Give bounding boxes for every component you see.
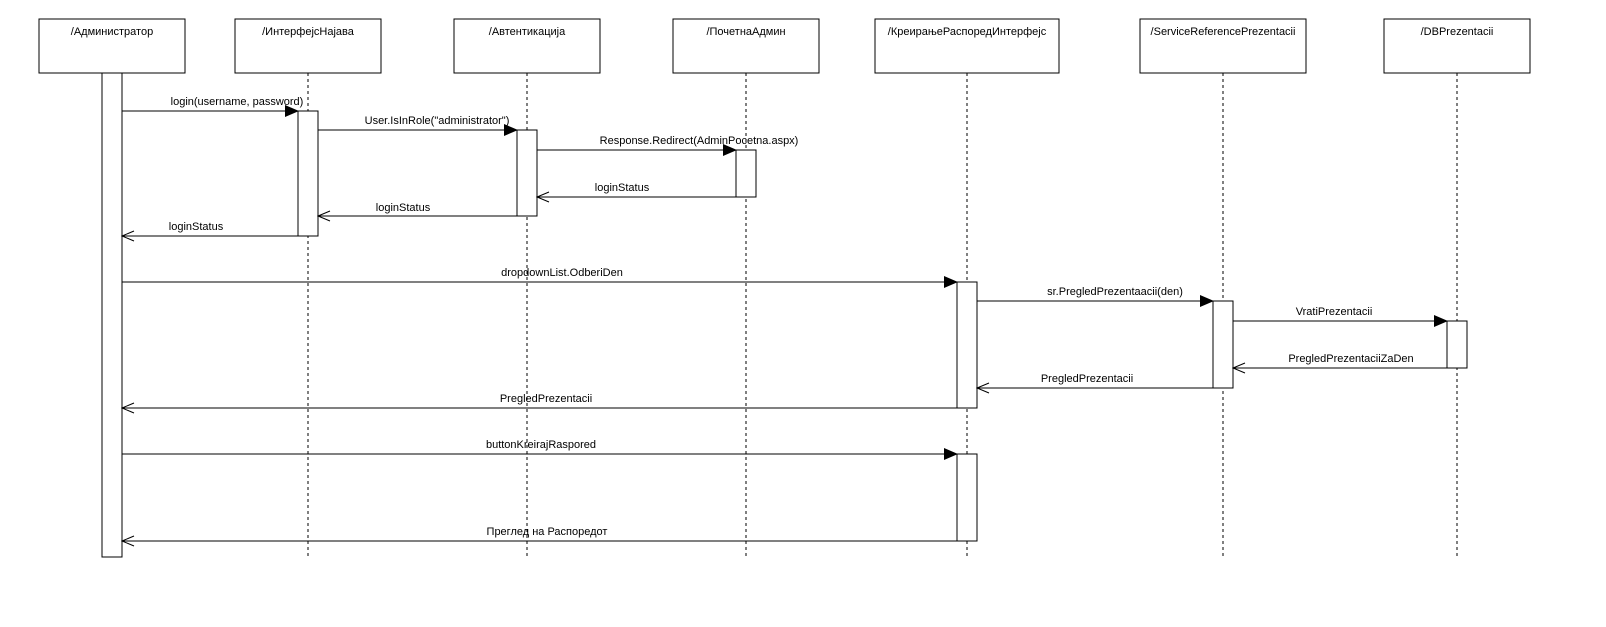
activation-bar-authentication — [516, 129, 538, 217]
message-return-review-2: PregledPrezentacii — [122, 393, 957, 408]
participant-authentication: /Автентикација — [453, 18, 601, 74]
message-dropdown-select-day: dropdownList.OdberiDen — [122, 267, 958, 288]
participant-label: /Администратор — [71, 26, 153, 38]
message-is-in-role: User.IsInRole("administrator") — [318, 115, 518, 136]
participant-label: /DBPrezentacii — [1421, 26, 1494, 38]
participant-label: /ПочетнаАдмин — [706, 26, 785, 38]
message-label: User.IsInRole("administrator") — [365, 115, 510, 127]
message-label: Response.Redirect(AdminPocetna.aspx) — [600, 135, 799, 147]
message-create-schedule: buttonKreirajRaspored — [122, 439, 958, 460]
message-return-login-status-3: loginStatus — [122, 221, 298, 236]
participant-label: /Автентикација — [489, 26, 566, 38]
message-label: PregledPrezentacii — [1041, 373, 1133, 385]
participant-admin-home: /ПочетнаАдмин — [672, 18, 820, 74]
message-label: sr.PregledPrezentaacii(den) — [1047, 286, 1183, 298]
message-return-schedule-view: Преглед на Распоредот — [122, 526, 957, 541]
activation-bar-schedule-interface — [956, 281, 978, 409]
message-label: login(username, password) — [171, 96, 304, 108]
message-login: login(username, password) — [122, 96, 304, 117]
message-label: loginStatus — [169, 221, 224, 233]
participant-administrator: /Администратор — [38, 18, 186, 74]
message-label: dropdownList.OdberiDen — [501, 267, 623, 279]
message-return-login-status-2: loginStatus — [318, 202, 517, 216]
message-label: buttonKreirajRaspored — [486, 439, 596, 451]
message-label: PregledPrezentaciiZaDen — [1288, 353, 1413, 365]
participant-label: /ServiceReferencePrezentacii — [1151, 26, 1296, 38]
message-service-review: sr.PregledPrezentaacii(den) — [977, 286, 1214, 307]
message-label: Преглед на Распоредот — [487, 526, 608, 538]
message-return-by-day: PregledPrezentaciiZaDen — [1233, 353, 1447, 368]
participant-login-interface: /ИнтерфејсНајава — [234, 18, 382, 74]
activation-bar-service-reference — [1212, 300, 1234, 389]
message-label: loginStatus — [376, 202, 431, 214]
activation-bar-login-interface — [297, 110, 319, 237]
activation-bar-administrator — [101, 72, 123, 558]
message-return-review-1: PregledPrezentacii — [977, 373, 1213, 388]
participant-db: /DBPrezentacii — [1383, 18, 1531, 74]
activation-bar-schedule-interface-2 — [956, 453, 978, 542]
participant-label: /КреирањеРаспоредИнтерфејс — [888, 26, 1047, 38]
message-label: PregledPrezentacii — [500, 393, 592, 405]
activation-bar-db — [1446, 320, 1468, 369]
participant-schedule-interface: /КреирањеРаспоредИнтерфејс — [874, 18, 1060, 74]
message-redirect: Response.Redirect(AdminPocetna.aspx) — [537, 135, 799, 156]
participant-label: /ИнтерфејсНајава — [262, 26, 355, 38]
message-return-login-status-1: loginStatus — [537, 182, 736, 197]
activation-bar-admin-home — [735, 149, 757, 198]
message-label: VratiPrezentacii — [1296, 306, 1373, 318]
message-return-presentations: VratiPrezentacii — [1233, 306, 1448, 327]
participant-service-reference: /ServiceReferencePrezentacii — [1139, 18, 1307, 74]
message-label: loginStatus — [595, 182, 650, 194]
